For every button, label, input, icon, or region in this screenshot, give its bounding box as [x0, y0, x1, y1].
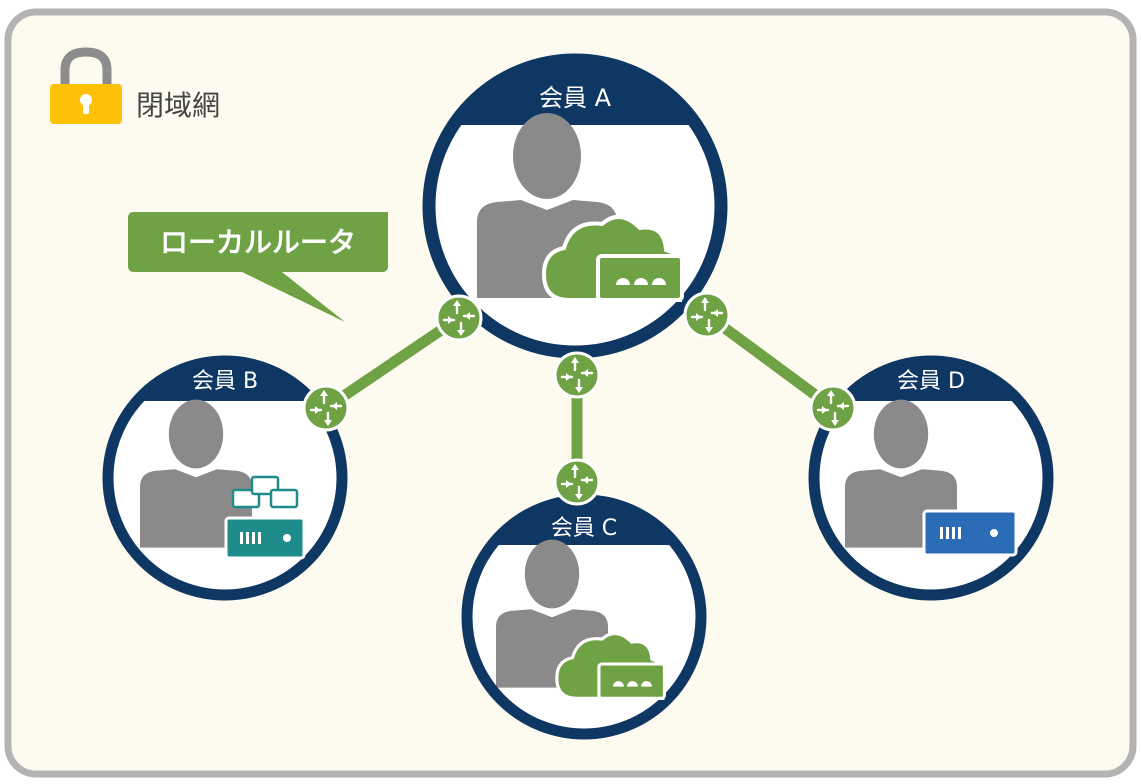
member-b-label: 会員 B	[192, 369, 258, 394]
server-icon	[922, 509, 1018, 557]
local-router-callout: ローカルルータ	[128, 212, 388, 322]
router-icon	[809, 384, 857, 432]
closed-network-label: 閉域網	[136, 89, 220, 122]
member-c-label: 会員 C	[551, 516, 617, 541]
router-icon	[683, 291, 731, 339]
router-icon	[553, 458, 601, 506]
padlock-icon	[50, 47, 122, 124]
local-router-label: ローカルルータ	[160, 226, 356, 259]
router-icon	[302, 384, 350, 432]
member-c-node: 会員 C	[461, 494, 707, 740]
member-d-label: 会員 D	[897, 369, 965, 394]
router-icon	[553, 351, 601, 399]
router-icon	[435, 294, 483, 342]
member-a-label: 会員 A	[539, 84, 612, 112]
network-server-icon	[224, 475, 306, 560]
